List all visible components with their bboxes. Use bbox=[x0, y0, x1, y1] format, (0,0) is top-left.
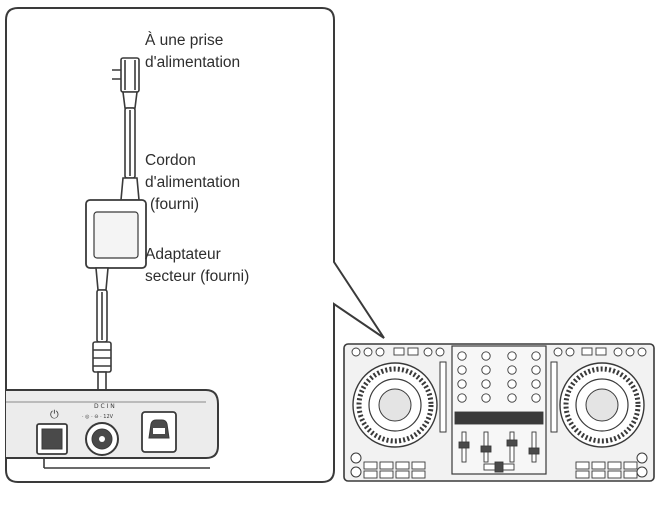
ac-adapter bbox=[85, 199, 147, 269]
label-power-cord-line3: (fourni) bbox=[150, 196, 200, 213]
mixer-knob bbox=[481, 379, 491, 389]
left-jog-wheel bbox=[352, 362, 438, 448]
label-power-cord-line1: Cordon bbox=[145, 152, 196, 169]
mixer-knob bbox=[481, 393, 491, 403]
transport-buttons bbox=[350, 452, 648, 478]
mixer-knob bbox=[531, 393, 541, 403]
label-power-cord-line2: d'alimentation bbox=[145, 174, 241, 191]
left-pitch-fader bbox=[439, 361, 447, 433]
pad bbox=[395, 470, 410, 479]
mixer-knob bbox=[507, 351, 517, 361]
mixer-knob bbox=[507, 379, 517, 389]
pad bbox=[363, 461, 378, 470]
label-adapter: Adaptateur secteur (fourni) bbox=[145, 244, 249, 288]
right-pitch-fader bbox=[550, 361, 558, 433]
mixer-knob bbox=[531, 351, 541, 361]
mixer-knob bbox=[531, 379, 541, 389]
pad bbox=[591, 461, 606, 470]
pad bbox=[411, 470, 426, 479]
mixer-knob bbox=[507, 365, 517, 375]
mixer-knob bbox=[457, 365, 467, 375]
svg-text:⏻: ⏻ bbox=[50, 408, 59, 421]
pad bbox=[607, 470, 622, 479]
pad bbox=[591, 470, 606, 479]
usb-port bbox=[141, 411, 177, 453]
pad bbox=[379, 461, 394, 470]
pad bbox=[607, 461, 622, 470]
pad bbox=[575, 470, 590, 479]
dj-controller bbox=[343, 343, 655, 482]
mixer-knob bbox=[457, 393, 467, 403]
controller-top-strip bbox=[351, 347, 647, 357]
mixer-display bbox=[454, 411, 544, 425]
label-adapter-line2: secteur (fourni) bbox=[145, 268, 250, 285]
pad bbox=[395, 461, 410, 470]
mixer-knob bbox=[481, 365, 491, 375]
svg-text:· ◎ · ⊖ · 12V: · ◎ · ⊖ · 12V bbox=[82, 414, 114, 420]
pad bbox=[363, 470, 378, 479]
pad bbox=[379, 470, 394, 479]
label-outlet: À une prise d'alimentation bbox=[145, 30, 240, 74]
pad bbox=[411, 461, 426, 470]
power-switch: ⏻ bbox=[36, 408, 68, 455]
pad bbox=[575, 461, 590, 470]
label-adapter-line1: Adaptateur bbox=[145, 246, 221, 263]
svg-text:D C I N: D C I N bbox=[94, 403, 115, 410]
dc-in-jack: D C I N · ◎ · ⊖ · 12V bbox=[82, 403, 119, 456]
label-power-cord: Cordon d'alimentation (fourni) bbox=[145, 150, 240, 216]
mixer-knob bbox=[507, 393, 517, 403]
label-outlet-line1: À une prise bbox=[145, 32, 224, 49]
label-outlet-line2: d'alimentation bbox=[145, 54, 241, 71]
mixer-knob bbox=[457, 351, 467, 361]
power-cord bbox=[120, 107, 140, 201]
pad bbox=[623, 470, 638, 479]
performance-pads bbox=[363, 461, 638, 479]
dc-cable bbox=[92, 267, 112, 393]
mixer-knob bbox=[531, 365, 541, 375]
mixer-section bbox=[451, 345, 547, 475]
right-jog-wheel bbox=[559, 362, 645, 448]
wall-plug bbox=[112, 57, 140, 109]
mixer-knob bbox=[481, 351, 491, 361]
mixer-knob bbox=[457, 379, 467, 389]
pad bbox=[623, 461, 638, 470]
